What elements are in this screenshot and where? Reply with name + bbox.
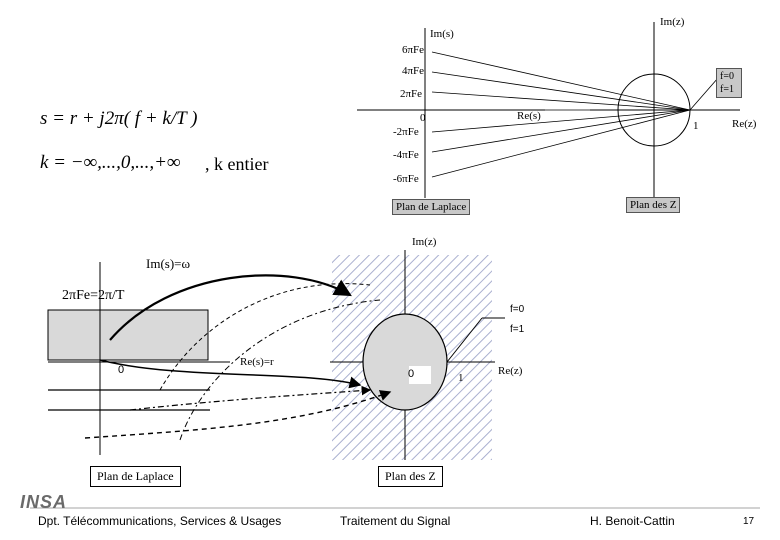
footer-course: Traitement du Signal (340, 514, 451, 528)
tick-2pife: 2πFe (400, 88, 423, 100)
page-number: 17 (743, 516, 755, 527)
laplace-re-label: Re(s) (517, 110, 541, 122)
fe-label: 2πFe=2π/T (62, 288, 125, 303)
mapping-rays (431, 51, 691, 178)
footer-author: H. Benoit-Cattin (590, 514, 675, 528)
re-s-label: Re(s)=r (240, 356, 274, 368)
k-range-suffix: , k entier (205, 154, 269, 174)
freq-label-box: f=0 f=1 (716, 68, 742, 98)
laplace-plane-caption-bottom: Plan de Laplace (90, 466, 181, 487)
im-z-label-bottom: Im(z) (412, 236, 437, 248)
z-plane-caption: Plan des Z (626, 197, 681, 213)
map-arrow-5 (159, 283, 371, 391)
complex-variable-formula: s = r + j2π( f + k/T ) (40, 108, 198, 129)
bottom-diagram (47, 250, 505, 460)
tick-neg-2pife: -2πFe (393, 126, 419, 138)
f1-label-bottom: f=1 (510, 324, 525, 335)
map-arrow-1 (109, 274, 352, 341)
map-arrow-4 (84, 390, 392, 439)
map-arrow-3 (129, 385, 372, 411)
insa-logo: INSA (20, 492, 68, 512)
f1-label: f=1 (720, 84, 734, 95)
z-one-label: 1 (693, 120, 699, 132)
k-range-formula: k = −∞,...,0,...,+∞ (40, 152, 181, 173)
tick-neg-6pife: -6πFe (393, 173, 419, 185)
tick-6pife: 6πFe (402, 44, 425, 56)
map-arrow-2 (99, 359, 362, 389)
f0-label-bottom: f=0 (510, 304, 525, 315)
footer-department: Dpt. Télécommunications, Services & Usag… (38, 514, 282, 528)
fundamental-strip (47, 309, 209, 361)
top-diagram (357, 22, 740, 198)
map-arrow-6 (179, 299, 381, 441)
z-origin-label: 0 (408, 368, 415, 380)
im-s-omega-label: Im(s)=ω (146, 256, 191, 271)
tick-neg-4pife: -4πFe (393, 149, 419, 161)
laplace-im-label: Im(s) (430, 28, 454, 40)
f-pointer (446, 317, 483, 363)
tick-zero: 0 (420, 112, 426, 124)
z-one-label-bottom: 1 (458, 372, 464, 384)
tick-4pife: 4πFe (402, 65, 425, 77)
laplace-origin: 0 (118, 364, 125, 376)
z-plane-caption-bottom: Plan des Z (378, 466, 443, 487)
z-re-label: Re(z) (732, 118, 757, 130)
laplace-plane-caption: Plan de Laplace (392, 199, 471, 215)
z-im-label: Im(z) (660, 16, 685, 28)
freq-pointer (689, 77, 719, 111)
unit-circle-bottom (362, 313, 448, 411)
re-z-label-bottom: Re(z) (498, 365, 523, 377)
f0-label: f=0 (720, 71, 734, 82)
